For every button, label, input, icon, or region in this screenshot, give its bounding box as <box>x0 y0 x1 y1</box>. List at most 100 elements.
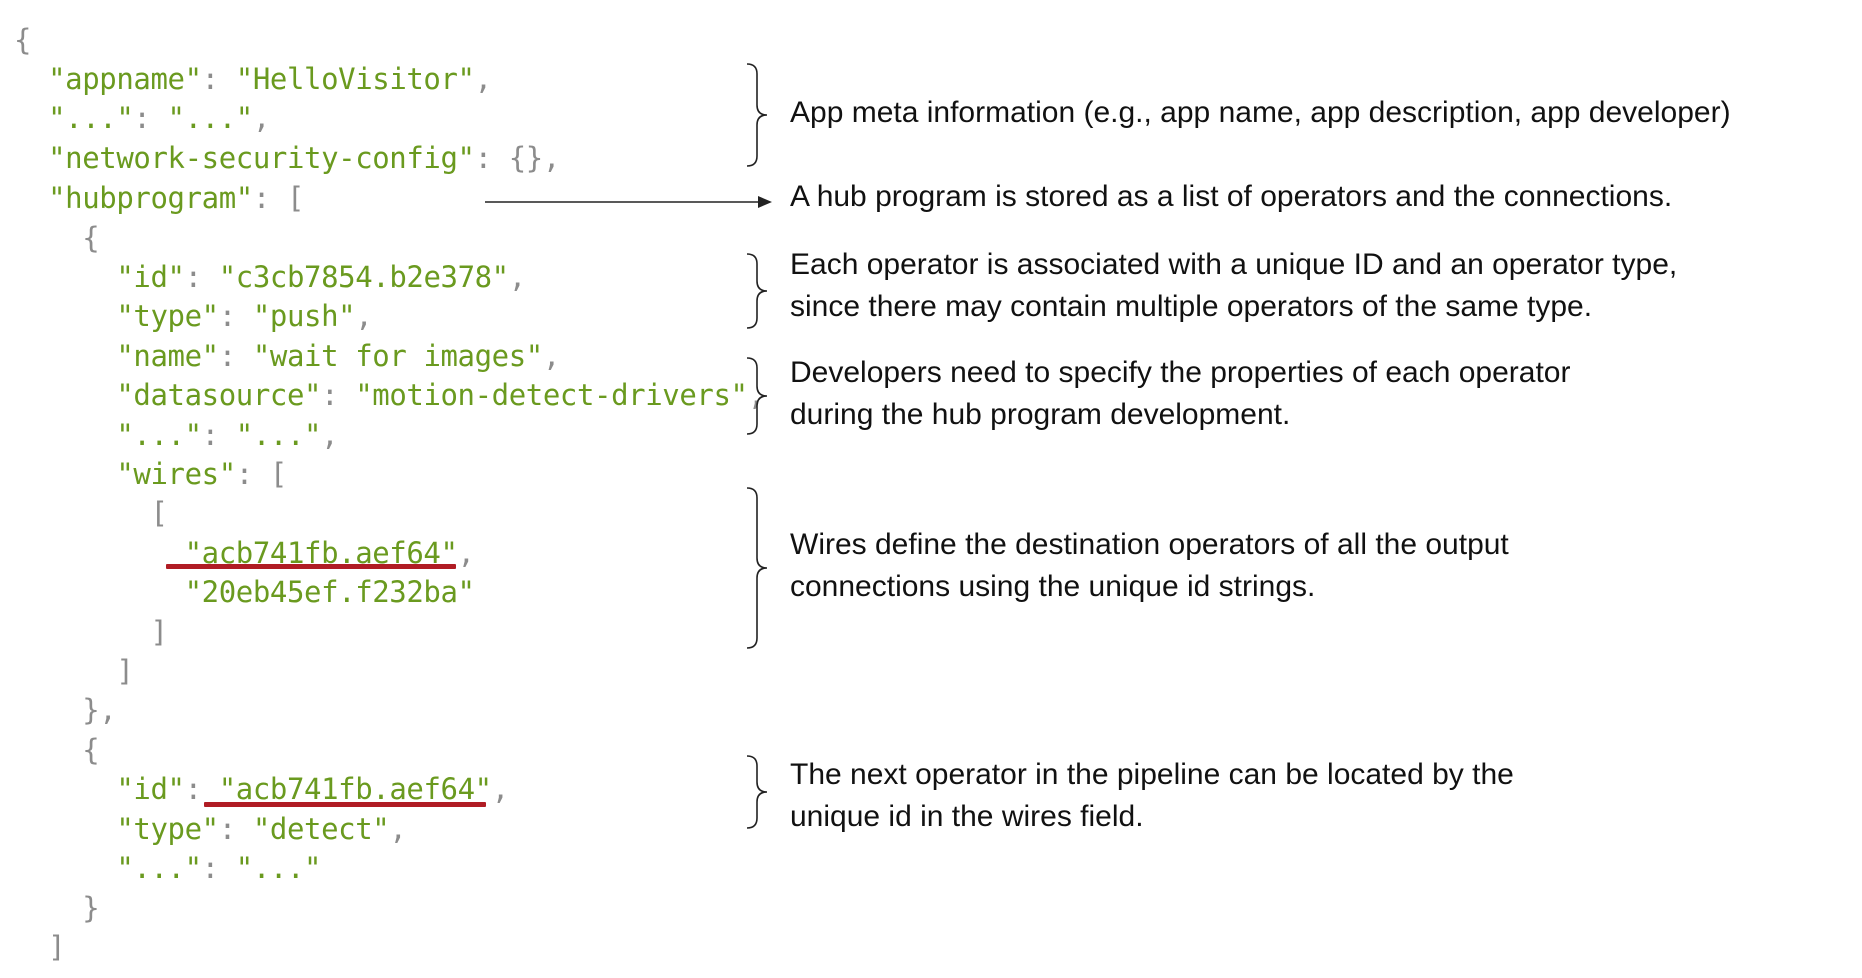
code-line: "...": "...", <box>14 415 338 455</box>
code-string: "push" <box>252 299 356 333</box>
code-line: "type": "push", <box>14 296 372 336</box>
code-string: "wait for images" <box>252 339 543 373</box>
code-line: ] <box>14 612 168 652</box>
code-punctuation: [ <box>14 496 168 530</box>
code-string: "wires" <box>14 457 236 491</box>
code-string: "..." <box>235 851 322 885</box>
wires-bracket <box>746 487 768 649</box>
code-string: "type" <box>14 299 219 333</box>
annotation-line: Each operator is associated with a uniqu… <box>790 248 1678 281</box>
code-string: "appname" <box>14 62 202 96</box>
code-punctuation: , <box>491 772 509 806</box>
code-line: { <box>14 218 99 258</box>
code-string: "..." <box>14 101 134 135</box>
code-punctuation: , <box>389 812 407 846</box>
operator-id-annotation: Each operator is associated with a uniqu… <box>790 244 1862 328</box>
code-line: "id": "acb741fb.aef64", <box>14 769 509 809</box>
code-line: "...": "...", <box>14 98 270 138</box>
code-string: "20eb45ef.f232ba" <box>14 575 475 609</box>
code-punctuation: , <box>321 418 339 452</box>
code-punctuation: ] <box>14 654 134 688</box>
code-line: [ <box>14 493 168 533</box>
code-punctuation: : <box>133 101 168 135</box>
code-string: "HelloVisitor" <box>235 62 475 96</box>
annotation-line: A hub program is stored as a list of ope… <box>790 180 1673 213</box>
properties-bracket <box>746 357 768 435</box>
code-punctuation: ] <box>14 615 168 649</box>
code-punctuation: : <box>184 772 219 806</box>
annotation-line: unique id in the wires field. <box>790 800 1144 833</box>
code-line: "hubprogram": [ <box>14 178 304 218</box>
code-punctuation: , <box>355 299 373 333</box>
code-punctuation: : [ <box>235 457 288 491</box>
code-line: }, <box>14 690 117 730</box>
hubprogram-annotation: A hub program is stored as a list of ope… <box>790 176 1862 218</box>
code-line: "wires": [ <box>14 454 287 494</box>
annotation-line: Developers need to specify the propertie… <box>790 356 1571 389</box>
code-punctuation: : <box>201 62 236 96</box>
json-code-block: { "appname": "HelloVisitor", "...": "...… <box>14 0 774 978</box>
code-punctuation: ] <box>14 930 66 964</box>
code-line: "name": "wait for images", <box>14 336 560 376</box>
code-string: "datasource" <box>14 378 322 412</box>
code-string: "..." <box>14 418 202 452</box>
code-line: ] <box>14 651 133 691</box>
code-punctuation: : <box>321 378 356 412</box>
code-punctuation: : <box>218 339 253 373</box>
code-string: "id" <box>14 260 185 294</box>
code-string: "type" <box>14 812 219 846</box>
code-string: "hubprogram" <box>14 181 253 215</box>
code-string: "acb741fb.aef64" <box>218 772 492 806</box>
code-string: "..." <box>14 851 202 885</box>
code-punctuation: { <box>14 221 100 255</box>
code-punctuation: : <box>218 812 253 846</box>
code-line: ] <box>14 927 65 967</box>
code-punctuation: : <box>218 299 253 333</box>
code-string: "..." <box>235 418 322 452</box>
code-punctuation: , <box>457 536 475 570</box>
code-punctuation: , <box>252 101 270 135</box>
code-punctuation: { <box>14 733 100 767</box>
hubprogram-arrow <box>485 196 772 208</box>
annotation-line: since there may contain multiple operato… <box>790 290 1593 323</box>
code-punctuation: : <box>184 260 219 294</box>
code-line: "appname": "HelloVisitor", <box>14 59 492 99</box>
annotation-line: Wires define the destination operators o… <box>790 528 1509 561</box>
code-punctuation: , <box>747 378 765 412</box>
properties-annotation: Developers need to specify the propertie… <box>790 352 1862 436</box>
code-line: "20eb45ef.f232ba" <box>14 572 475 612</box>
next-id-underline <box>204 802 486 807</box>
code-punctuation: }, <box>14 693 117 727</box>
code-string: "..." <box>167 101 254 135</box>
code-line: { <box>14 730 99 770</box>
operator-id-bracket <box>746 253 768 329</box>
wires-annotation: Wires define the destination operators o… <box>790 524 1862 608</box>
code-string: "id" <box>14 772 185 806</box>
code-line: "type": "detect", <box>14 809 406 849</box>
code-line: { <box>14 20 31 60</box>
code-line: "datasource": "motion-detect-drivers", <box>14 375 765 415</box>
code-punctuation: } <box>14 891 100 925</box>
code-punctuation: : {}, <box>474 141 561 175</box>
code-string: "name" <box>14 339 219 373</box>
annotation-line: App meta information (e.g., app name, ap… <box>790 96 1731 129</box>
code-punctuation: : [ <box>252 181 305 215</box>
meta-bracket <box>746 63 768 167</box>
meta-annotation: App meta information (e.g., app name, ap… <box>790 92 1862 134</box>
code-line: "network-security-config": {}, <box>14 138 560 178</box>
annotation-line: The next operator in the pipeline can be… <box>790 758 1514 791</box>
code-string: "c3cb7854.b2e378" <box>218 260 509 294</box>
next-operator-bracket <box>746 755 768 829</box>
code-punctuation: : <box>201 851 236 885</box>
code-punctuation: , <box>474 62 492 96</box>
next-operator-annotation: The next operator in the pipeline can be… <box>790 754 1862 838</box>
code-line: "...": "..." <box>14 848 321 888</box>
code-punctuation: : <box>201 418 236 452</box>
code-punctuation: { <box>14 23 32 57</box>
wire-id-underline <box>166 564 456 569</box>
code-punctuation: , <box>542 339 560 373</box>
code-string: "motion-detect-drivers" <box>355 378 748 412</box>
annotation-line: during the hub program development. <box>790 398 1291 431</box>
code-punctuation: , <box>508 260 526 294</box>
annotation-line: connections using the unique id strings. <box>790 570 1316 603</box>
